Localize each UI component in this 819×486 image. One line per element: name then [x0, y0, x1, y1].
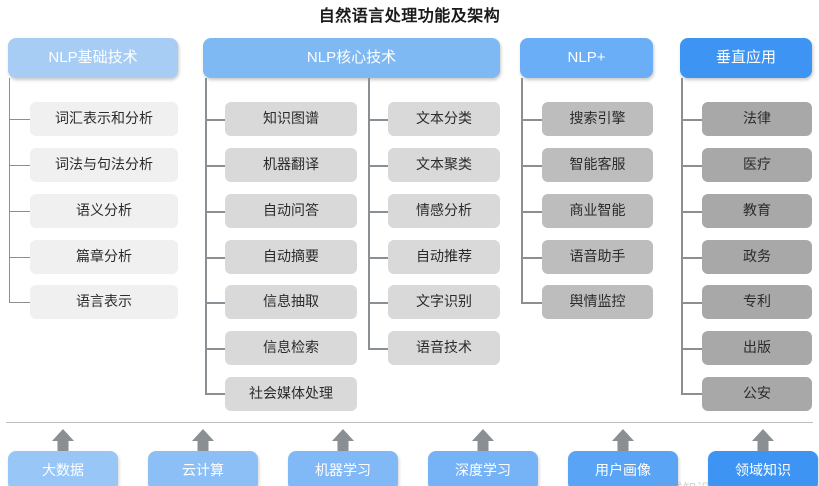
item-box[interactable]: 自动摘要 [225, 240, 357, 274]
connector-stub [521, 302, 542, 304]
item-box[interactable]: 语义分析 [30, 194, 178, 228]
connector-stub [368, 211, 388, 213]
item-box[interactable]: 智能客服 [542, 148, 653, 182]
column-header-nlp-plus[interactable]: NLP+ [520, 38, 653, 78]
item-box[interactable]: 社会媒体处理 [225, 377, 357, 411]
item-box[interactable]: 文本聚类 [388, 148, 500, 182]
column-header-vertical-applications[interactable]: 垂直应用 [680, 38, 812, 78]
connector-trunk-col2-a [205, 78, 207, 394]
connector-stub [681, 348, 702, 350]
up-arrow-icon [752, 429, 774, 453]
item-box[interactable]: 情感分析 [388, 194, 500, 228]
connector-stub [368, 257, 388, 259]
connector-stub [681, 119, 702, 121]
item-box[interactable]: 公安 [702, 377, 812, 411]
section-divider [6, 422, 813, 423]
connector-stub [368, 348, 388, 350]
foundation-box-cloud-computing[interactable]: 云计算 [148, 451, 258, 486]
item-box[interactable]: 词法与句法分析 [30, 148, 178, 182]
connector-stub [368, 119, 388, 121]
connector-trunk-col3 [521, 78, 523, 303]
item-box[interactable]: 知识图谱 [225, 102, 357, 136]
up-arrow-icon [612, 429, 634, 453]
item-box[interactable]: 文字识别 [388, 285, 500, 319]
item-box[interactable]: 搜索引擎 [542, 102, 653, 136]
watermark-text: 领域知识 [655, 478, 711, 486]
connector-stub [681, 257, 702, 259]
connector-trunk-col2-b [368, 78, 370, 349]
connector-stub [205, 211, 225, 213]
connector-stub [681, 393, 702, 395]
page-title: 自然语言处理功能及架构 [318, 8, 501, 25]
item-box[interactable]: 法律 [702, 102, 812, 136]
up-arrow-icon [192, 429, 214, 453]
connector-stub [521, 119, 542, 121]
item-box[interactable]: 语音助手 [542, 240, 653, 274]
item-box[interactable]: 信息检索 [225, 331, 357, 365]
item-box[interactable]: 语言表示 [30, 285, 178, 319]
connector-stub [521, 165, 542, 167]
item-box[interactable]: 医疗 [702, 148, 812, 182]
connector-stub [521, 211, 542, 213]
connector-stub [205, 257, 225, 259]
connector-stub [368, 302, 388, 304]
item-box[interactable]: 出版 [702, 331, 812, 365]
up-arrow-icon [52, 429, 74, 453]
connector-trunk-col1 [9, 78, 10, 302]
item-box[interactable]: 语音技术 [388, 331, 500, 365]
item-box[interactable]: 词汇表示和分析 [30, 102, 178, 136]
connector-stub [9, 302, 30, 303]
item-box[interactable]: 商业智能 [542, 194, 653, 228]
column-header-nlp-foundation[interactable]: NLP基础技术 [8, 38, 178, 78]
item-box[interactable]: 政务 [702, 240, 812, 274]
foundation-box-deep-learning[interactable]: 深度学习 [428, 451, 538, 486]
foundation-box-user-profile[interactable]: 用户画像 [568, 451, 678, 486]
connector-stub [681, 165, 702, 167]
item-box[interactable]: 篇章分析 [30, 240, 178, 274]
connector-stub [205, 393, 225, 395]
connector-trunk-col4 [681, 78, 683, 394]
item-box[interactable]: 信息抽取 [225, 285, 357, 319]
foundation-box-machine-learning[interactable]: 机器学习 [288, 451, 398, 486]
connector-stub [205, 165, 225, 167]
item-box[interactable]: 专利 [702, 285, 812, 319]
up-arrow-icon [332, 429, 354, 453]
connector-stub [9, 211, 30, 212]
connector-stub [681, 302, 702, 304]
connector-stub [9, 257, 30, 258]
item-box[interactable]: 自动推荐 [388, 240, 500, 274]
connector-stub [205, 302, 225, 304]
foundation-box-domain-knowledge[interactable]: 领域知识 [708, 451, 818, 486]
up-arrow-icon [472, 429, 494, 453]
item-box[interactable]: 舆情监控 [542, 285, 653, 319]
item-box[interactable]: 自动问答 [225, 194, 357, 228]
column-header-nlp-core[interactable]: NLP核心技术 [203, 38, 500, 78]
connector-stub [368, 165, 388, 167]
item-box[interactable]: 教育 [702, 194, 812, 228]
connector-stub [205, 348, 225, 350]
item-box[interactable]: 机器翻译 [225, 148, 357, 182]
connector-stub [681, 211, 702, 213]
foundation-box-big-data[interactable]: 大数据 [8, 451, 118, 486]
item-box[interactable]: 文本分类 [388, 102, 500, 136]
connector-stub [521, 257, 542, 259]
connector-stub [9, 119, 30, 120]
connector-stub [9, 165, 30, 166]
connector-stub [205, 119, 225, 121]
